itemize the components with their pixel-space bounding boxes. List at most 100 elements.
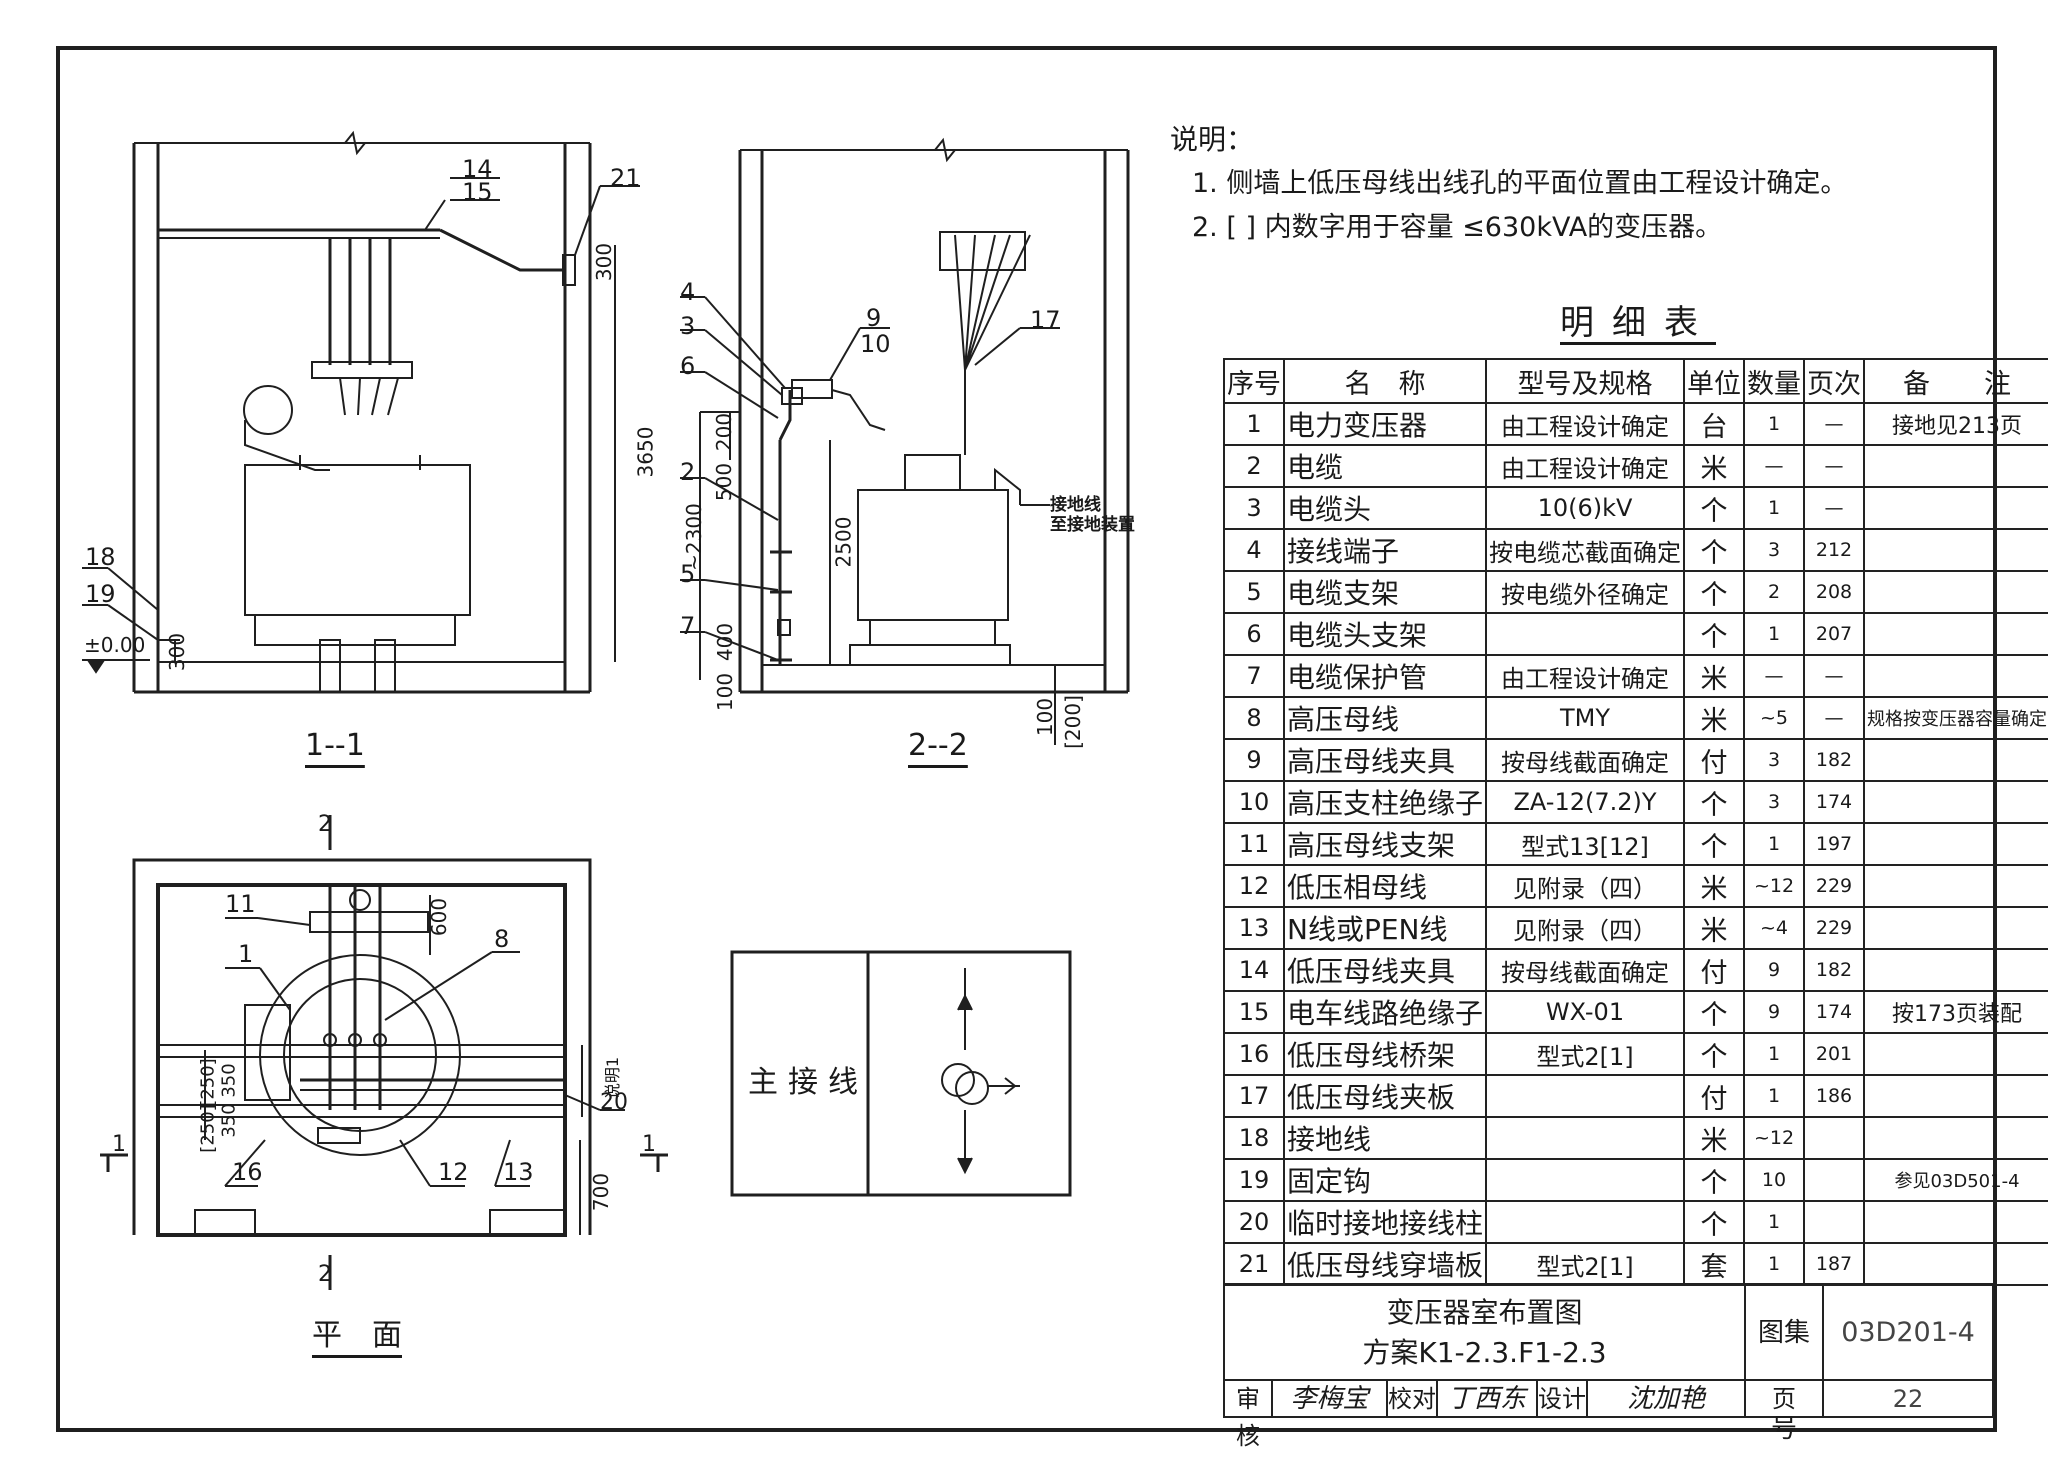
cell-qty: 2 bbox=[1743, 570, 1806, 614]
cell-spec: 见附录（四） bbox=[1485, 864, 1686, 908]
check-label: 校对 bbox=[1388, 1381, 1438, 1418]
dim-700: 700 bbox=[589, 1172, 614, 1212]
note-item-1: 1. 侧墙上低压母线出线孔的平面位置由工程设计确定。 bbox=[1192, 168, 1848, 199]
cell-spec: 按母线截面确定 bbox=[1485, 948, 1686, 992]
cell-qty: 9 bbox=[1743, 990, 1806, 1034]
col-header-remark: 备 注 bbox=[1863, 358, 2048, 404]
cell-unit: 个 bbox=[1683, 990, 1746, 1034]
ground-wire-label: 接地线 bbox=[1050, 495, 1101, 515]
cell-no: 17 bbox=[1223, 1074, 1285, 1118]
cell-remark bbox=[1863, 570, 2048, 614]
cell-qty: ~12 bbox=[1743, 1116, 1806, 1160]
callout-7: 7 bbox=[680, 612, 696, 640]
cell-unit: 米 bbox=[1683, 696, 1746, 740]
cell-spec: 按母线截面确定 bbox=[1485, 738, 1686, 782]
cell-unit: 个 bbox=[1683, 780, 1746, 824]
cell-spec bbox=[1485, 1158, 1686, 1202]
callout-12: 12 bbox=[438, 1158, 469, 1186]
callout-8: 8 bbox=[494, 925, 510, 953]
design-label: 设计 bbox=[1538, 1381, 1588, 1418]
cell-spec: 由工程设计确定 bbox=[1485, 654, 1686, 698]
cell-name: 低压母线夹具 bbox=[1282, 948, 1488, 992]
dim-350-bottom: 350 bbox=[218, 1103, 240, 1138]
callout-17: 17 bbox=[1030, 306, 1061, 334]
cell-page: 174 bbox=[1803, 780, 1866, 824]
cell-name: 高压母线夹具 bbox=[1282, 738, 1488, 782]
cell-remark bbox=[1863, 654, 2048, 698]
col-header-qty: 数量 bbox=[1743, 358, 1806, 404]
cell-qty: 1 bbox=[1743, 1242, 1806, 1286]
cell-page: 229 bbox=[1803, 864, 1866, 908]
cell-no: 12 bbox=[1223, 864, 1285, 908]
bom-title: 明细表 bbox=[1560, 303, 1716, 343]
callout-5: 5 bbox=[680, 560, 696, 588]
cell-no: 7 bbox=[1223, 654, 1285, 698]
dim-250-bottom: [250] bbox=[197, 1104, 219, 1153]
dim-100-right: 100 bbox=[1033, 697, 1058, 737]
cell-qty: ~5 bbox=[1743, 696, 1806, 740]
cell-remark bbox=[1863, 822, 2048, 866]
cell-unit: 米 bbox=[1683, 906, 1746, 950]
cell-remark bbox=[1863, 444, 2048, 488]
col-header-spec: 型号及规格 bbox=[1485, 358, 1686, 404]
callout-20: 20 bbox=[600, 1090, 628, 1115]
cell-no: 2 bbox=[1223, 444, 1285, 488]
cell-unit: 个 bbox=[1683, 1032, 1746, 1076]
cell-unit: 付 bbox=[1683, 738, 1746, 782]
drawing-title-line2: 方案K1-2.3.F1-2.3 bbox=[1362, 1336, 1607, 1369]
cell-remark bbox=[1863, 1242, 2048, 1286]
callout-18: 18 bbox=[85, 543, 116, 571]
cell-page bbox=[1803, 1158, 1866, 1202]
cell-qty: 1 bbox=[1743, 1200, 1806, 1244]
cell-remark bbox=[1863, 1032, 2048, 1076]
cell-remark: 参见03D501-4 bbox=[1863, 1158, 2048, 1202]
callout-21: 21 bbox=[610, 164, 641, 192]
cell-name: 固定钩 bbox=[1282, 1158, 1488, 1202]
cell-page: 187 bbox=[1803, 1242, 1866, 1286]
cell-name: 高压母线支架 bbox=[1282, 822, 1488, 866]
dim-200-bracket: [200] bbox=[1060, 695, 1085, 749]
cell-no: 20 bbox=[1223, 1200, 1285, 1244]
cell-unit: 米 bbox=[1683, 864, 1746, 908]
cell-page: — bbox=[1803, 696, 1866, 740]
col-header-name: 名 称 bbox=[1282, 358, 1488, 404]
signature-row: 审核 李梅宝 校对 丁西东 设计 沈加艳 页 22 bbox=[1225, 1381, 1992, 1450]
drawing-title: 变压器室布置图 方案K1-2.3.F1-2.3 bbox=[1225, 1285, 1746, 1381]
cell-page: — bbox=[1803, 444, 1866, 488]
cell-qty: 9 bbox=[1743, 948, 1806, 992]
dim-400: 400 bbox=[713, 622, 738, 662]
cell-name: 接线端子 bbox=[1282, 528, 1488, 572]
cell-qty: 1 bbox=[1743, 1032, 1806, 1076]
col-header-no: 序号 bbox=[1223, 358, 1285, 404]
cell-qty: 3 bbox=[1743, 780, 1806, 824]
callout-4: 4 bbox=[680, 278, 696, 306]
cell-spec: 按电缆芯截面确定 bbox=[1485, 528, 1686, 572]
cell-no: 18 bbox=[1223, 1116, 1285, 1160]
cell-unit: 付 bbox=[1683, 948, 1746, 992]
cell-name: 电缆保护管 bbox=[1282, 654, 1488, 698]
callout-16: 16 bbox=[232, 1158, 263, 1186]
cell-name: 低压母线桥架 bbox=[1282, 1032, 1488, 1076]
cell-page: 186 bbox=[1803, 1074, 1866, 1118]
bom-header-row: 序号 名 称 型号及规格 单位 数量 页次 备 注 bbox=[1223, 358, 2048, 404]
cell-unit: 个 bbox=[1683, 528, 1746, 572]
cell-no: 6 bbox=[1223, 612, 1285, 656]
design-signature: 沈加艳 bbox=[1588, 1381, 1746, 1418]
cell-qty: 3 bbox=[1743, 528, 1806, 572]
cell-no: 10 bbox=[1223, 780, 1285, 824]
review-label: 审核 bbox=[1225, 1381, 1273, 1450]
dim-2500: 2500 bbox=[831, 516, 856, 568]
dim-350-top: 350 bbox=[218, 1063, 240, 1098]
cell-remark bbox=[1863, 486, 2048, 530]
cell-qty: 1 bbox=[1743, 1074, 1806, 1118]
plan-caption: 平 面 bbox=[312, 1318, 402, 1353]
cell-qty: 1 bbox=[1743, 612, 1806, 656]
plan-view bbox=[100, 815, 668, 1290]
